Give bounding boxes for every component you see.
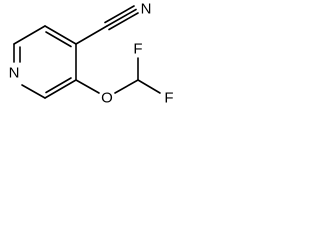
fluorine-top-label: F	[133, 41, 142, 58]
ring-n-label: N	[9, 65, 20, 82]
fluorine-bottom-label: F	[164, 90, 173, 107]
bond-c-f-bottom	[137, 79, 161, 94]
triple-bond-3	[108, 12, 139, 31]
triple-bond-1	[106, 8, 137, 27]
bond-c3-c2-inner	[45, 77, 72, 94]
bond-c5-c4-inner	[45, 31, 72, 48]
bond-c6-c5	[13, 25, 46, 45]
bond-c2-n1	[21, 84, 46, 99]
bond-c3-c2	[44, 79, 77, 99]
structure-diagram: N N O F F	[9, 1, 174, 107]
bond-c4-cn	[75, 25, 108, 45]
bond-c3-o	[75, 79, 100, 94]
bond-c5-c4	[44, 25, 77, 45]
atom-labels: N N O F F	[9, 1, 174, 107]
triple-bond-2	[104, 5, 135, 24]
bond-o-c	[114, 79, 139, 94]
bonds	[13, 5, 161, 99]
ether-o-label: O	[101, 90, 113, 107]
nitrile-n-label: N	[141, 1, 152, 18]
